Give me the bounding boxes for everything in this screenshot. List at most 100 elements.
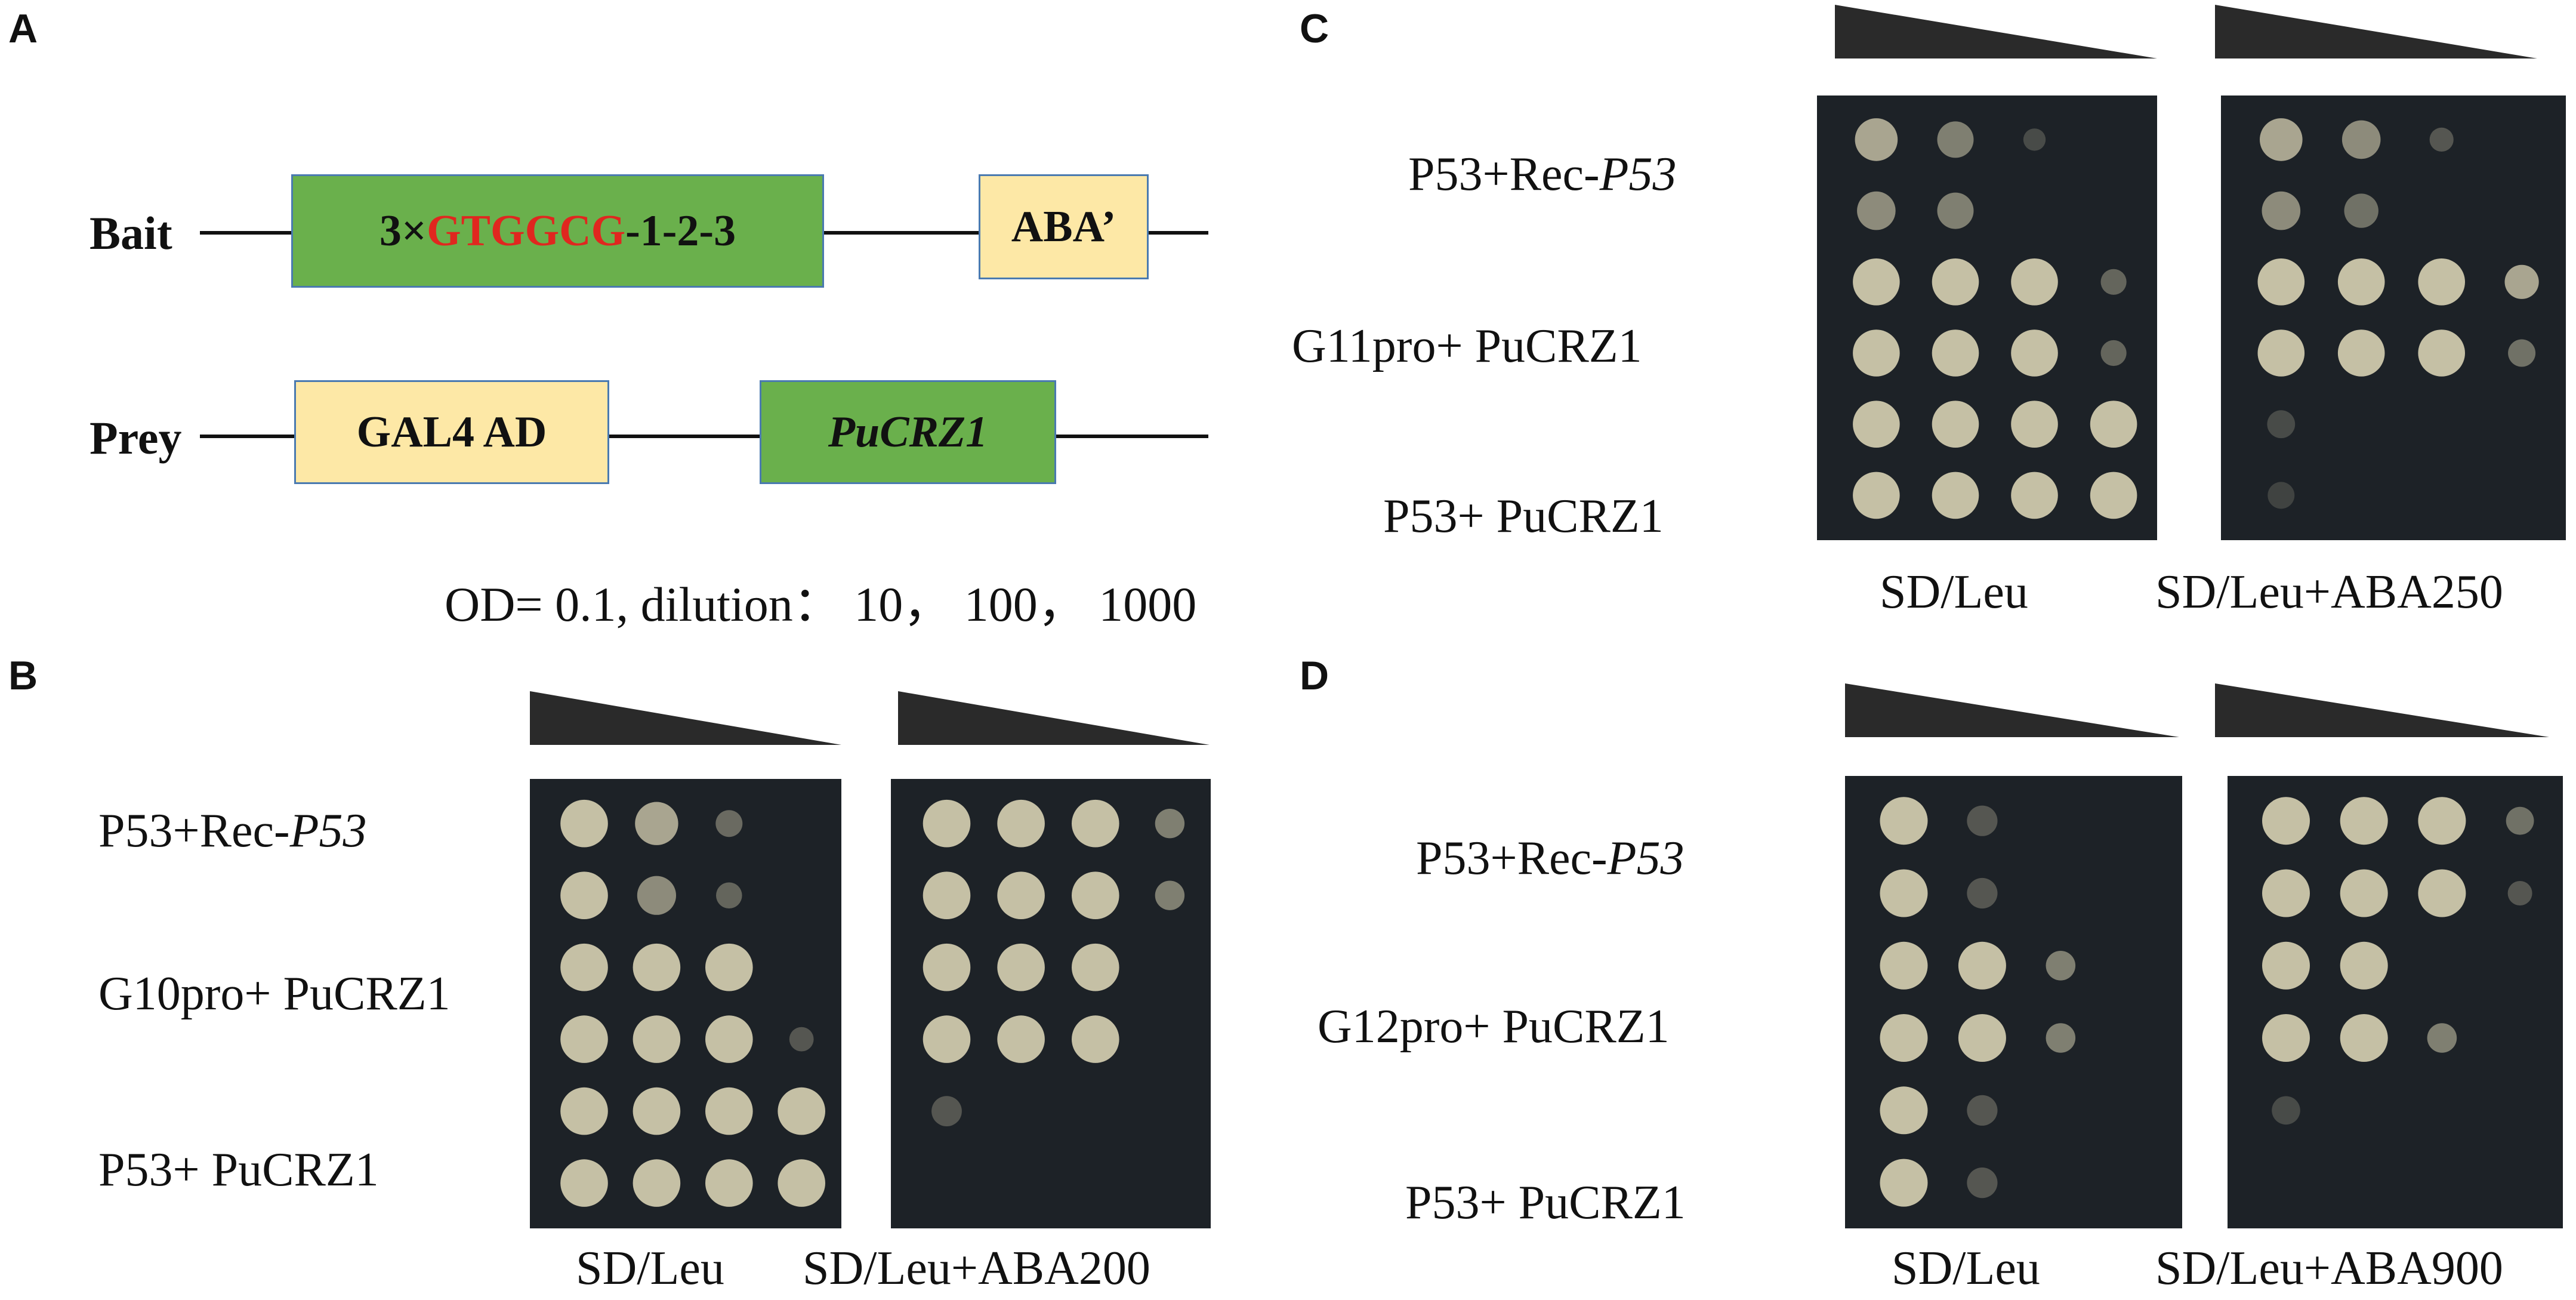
colony-spot bbox=[2262, 869, 2310, 917]
condition-label-d-1: SD/Leu bbox=[1892, 1242, 2040, 1295]
bait-motif: GTGGCG bbox=[427, 206, 626, 255]
colony-spot bbox=[2262, 191, 2301, 230]
gal4-ad-box: GAL4 AD bbox=[294, 380, 609, 484]
colony-spot bbox=[2341, 120, 2381, 159]
colony-spot bbox=[1853, 472, 1900, 519]
colony-spot bbox=[705, 943, 753, 991]
colony-spot bbox=[560, 943, 608, 991]
colony-spot bbox=[1967, 877, 1998, 909]
colony-spot bbox=[1072, 943, 1119, 991]
colony-spot bbox=[2090, 472, 2137, 519]
colony-spot bbox=[635, 802, 678, 845]
bait-prefix: 3× bbox=[379, 206, 427, 255]
dilution-wedge-c-2 bbox=[2215, 5, 2537, 58]
colony-spot bbox=[1937, 192, 1974, 229]
colony-spot bbox=[560, 1159, 608, 1207]
aba-reporter-label: ABA’ bbox=[1011, 202, 1116, 251]
colony-spot bbox=[2429, 127, 2454, 152]
dilution-wedge-d-1 bbox=[1845, 683, 2179, 737]
colony-spot bbox=[633, 943, 681, 991]
colony-spot bbox=[2046, 951, 2076, 981]
colony-spot bbox=[2257, 258, 2305, 306]
colony-spot bbox=[778, 1087, 825, 1135]
colony-spot bbox=[705, 1015, 753, 1063]
condition-label-c-2: SD/Leu+ABA250 bbox=[2155, 566, 2503, 618]
colony-spot bbox=[1958, 1014, 2006, 1062]
colony-spot bbox=[637, 876, 676, 915]
colony-spot bbox=[2340, 941, 2388, 990]
colony-spot bbox=[1155, 880, 1185, 910]
condition-label-b-1: SD/Leu bbox=[576, 1242, 724, 1295]
colony-spot bbox=[2090, 401, 2137, 448]
colony-spot bbox=[1967, 805, 1998, 836]
colony-spot bbox=[2427, 1023, 2457, 1053]
colony-spot bbox=[1855, 118, 1898, 161]
colony-spot bbox=[1880, 1086, 1928, 1135]
colony-spot bbox=[1967, 1167, 1998, 1199]
row-label-b-2: G10pro+ PuCRZ1 bbox=[98, 968, 451, 1020]
colony-spot bbox=[1932, 472, 1979, 519]
colony-spot bbox=[2504, 264, 2539, 299]
colony-spot bbox=[2418, 258, 2465, 306]
colony-spot bbox=[2011, 329, 2058, 377]
panel-letter-a: A bbox=[8, 6, 38, 51]
colony-spot bbox=[1932, 258, 1979, 306]
colony-spot bbox=[2337, 329, 2385, 377]
colony-spot bbox=[2340, 797, 2388, 845]
colony-spot bbox=[715, 810, 743, 837]
colony-spot bbox=[923, 943, 971, 991]
bait-label: Bait bbox=[90, 207, 172, 259]
colony-spot bbox=[1155, 809, 1185, 839]
row-label-b-3: P53+ PuCRZ1 bbox=[98, 1144, 379, 1196]
plate-c-sd-leu bbox=[1817, 96, 2157, 540]
colony-spot bbox=[1932, 401, 1979, 448]
colony-spot bbox=[1958, 941, 2006, 990]
colony-spot bbox=[997, 943, 1045, 991]
colony-spot bbox=[2262, 1014, 2310, 1062]
row-label-d-2: G12pro+ PuCRZ1 bbox=[1318, 1000, 1670, 1053]
dilution-wedge-c-1 bbox=[1835, 5, 2157, 58]
colony-spot bbox=[1880, 1014, 1928, 1062]
row-label-c-1: P53+Rec-P53 bbox=[1408, 148, 1677, 201]
colony-spot bbox=[2011, 401, 2058, 448]
colony-spot bbox=[1880, 869, 1928, 917]
colony-spot bbox=[705, 1087, 753, 1135]
row-label-c-2: G11pro+ PuCRZ1 bbox=[1292, 320, 1642, 372]
colony-spot bbox=[1853, 329, 1900, 377]
od-dilution-text: OD= 0.1, dilution： 10， 100， 1000 bbox=[445, 577, 1197, 631]
colony-spot bbox=[2260, 118, 2303, 161]
colony-spot bbox=[2344, 193, 2378, 228]
colony-spot bbox=[560, 1087, 608, 1135]
colony-spot bbox=[633, 1015, 681, 1063]
colony-spot bbox=[633, 1087, 681, 1135]
colony-spot bbox=[997, 799, 1045, 848]
colony-spot bbox=[2268, 482, 2295, 509]
colony-spot bbox=[2257, 329, 2305, 377]
colony-spot bbox=[2011, 472, 2058, 519]
colony-spot bbox=[1853, 258, 1900, 306]
colony-spot bbox=[2418, 869, 2466, 917]
colony-spot bbox=[2100, 269, 2127, 295]
colony-spot bbox=[2272, 1096, 2300, 1125]
colony-spot bbox=[931, 1096, 962, 1126]
plate-b-sd-leu-aba bbox=[891, 779, 1211, 1228]
plate-b-sd-leu bbox=[530, 779, 841, 1228]
row-label-d-3: P53+ PuCRZ1 bbox=[1405, 1176, 1686, 1229]
colony-spot bbox=[2508, 339, 2536, 367]
condition-label-b-2: SD/Leu+ABA200 bbox=[803, 1242, 1150, 1295]
colony-spot bbox=[716, 882, 742, 908]
colony-spot bbox=[2100, 340, 2127, 366]
colony-spot bbox=[778, 1159, 825, 1207]
colony-spot bbox=[2506, 806, 2534, 835]
pucrz1-label: PuCRZ1 bbox=[828, 407, 988, 457]
colony-spot bbox=[1880, 1159, 1928, 1207]
colony-spot bbox=[2267, 410, 2296, 439]
colony-spot bbox=[1967, 1095, 1998, 1126]
colony-spot bbox=[997, 1015, 1045, 1063]
colony-spot bbox=[2337, 258, 2385, 306]
colony-spot bbox=[2507, 881, 2532, 905]
aba-reporter-box: ABA’ bbox=[979, 174, 1149, 279]
row-label-b-1: P53+Rec-P53 bbox=[98, 805, 367, 857]
plate-d-sd-leu-aba bbox=[2228, 776, 2563, 1228]
colony-spot bbox=[705, 1159, 753, 1207]
